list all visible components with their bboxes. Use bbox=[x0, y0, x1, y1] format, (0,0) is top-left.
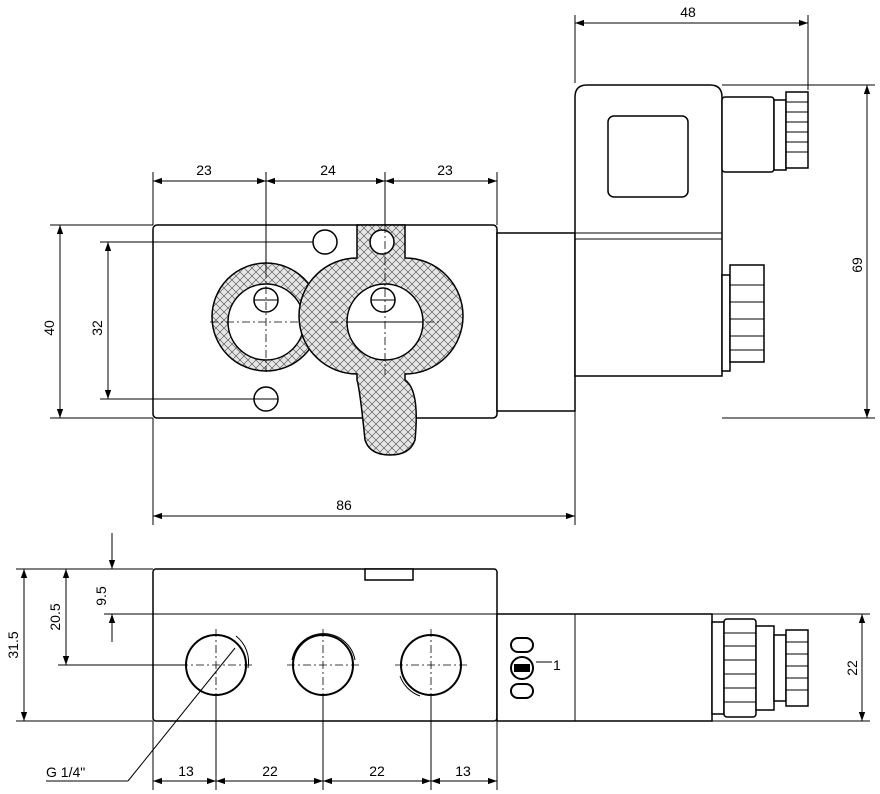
dim-20-5-label: 20.5 bbox=[47, 603, 63, 630]
coil-window bbox=[607, 115, 689, 198]
override-mark: 1 bbox=[553, 657, 561, 673]
dim-22-coil-label: 22 bbox=[844, 660, 860, 676]
top-view: 48 69 23 24 23 40 bbox=[41, 4, 875, 525]
dim-31-5-label: 31.5 bbox=[5, 631, 21, 658]
dim-40-label: 40 bbox=[41, 320, 57, 336]
dim-13-right-label: 13 bbox=[455, 763, 471, 779]
dim-48-label: 48 bbox=[680, 4, 696, 20]
thread-callout: G 1/4" bbox=[46, 647, 236, 782]
connector-top bbox=[721, 91, 809, 173]
dim-32-label: 32 bbox=[89, 320, 105, 336]
dim-40: 40 bbox=[41, 224, 153, 419]
dim-32: 32 bbox=[89, 241, 313, 400]
connector-front bbox=[711, 618, 809, 718]
thread-label: G 1/4" bbox=[46, 764, 85, 780]
dim-row-bottom: 13 22 22 13 bbox=[152, 695, 498, 790]
dim-24-label: 24 bbox=[320, 162, 336, 178]
dim-23-left-label: 23 bbox=[196, 162, 212, 178]
port-right-top bbox=[298, 224, 464, 456]
dim-69: 69 bbox=[722, 84, 875, 419]
front-view: 1 31.5 20.5 9.5 22 bbox=[5, 533, 870, 790]
dim-22-coil: 22 bbox=[712, 613, 870, 722]
dim-20-5: 20.5 bbox=[47, 569, 185, 666]
top-tab bbox=[364, 568, 414, 581]
port-left-top bbox=[210, 262, 321, 372]
dim-9-5-label: 9.5 bbox=[93, 586, 109, 606]
valve-body-front bbox=[152, 568, 498, 722]
mounting-hole bbox=[312, 229, 338, 255]
dim-48: 48 bbox=[574, 4, 809, 90]
dim-22-b-label: 22 bbox=[369, 763, 385, 779]
dim-86-label: 86 bbox=[336, 497, 352, 513]
dim-9-5: 9.5 bbox=[93, 533, 153, 642]
dim-86: 86 bbox=[152, 376, 576, 525]
dim-23-right-label: 23 bbox=[437, 162, 453, 178]
dim-31-5: 31.5 bbox=[5, 568, 153, 722]
dim-row-top: 23 24 23 bbox=[152, 162, 498, 270]
coil-neck-top bbox=[496, 232, 576, 412]
dim-69-label: 69 bbox=[849, 257, 865, 273]
manual-override: 1 bbox=[510, 637, 561, 699]
dim-13-left-label: 13 bbox=[178, 763, 194, 779]
dim-22-a-label: 22 bbox=[262, 763, 278, 779]
connector-mid bbox=[721, 264, 765, 372]
